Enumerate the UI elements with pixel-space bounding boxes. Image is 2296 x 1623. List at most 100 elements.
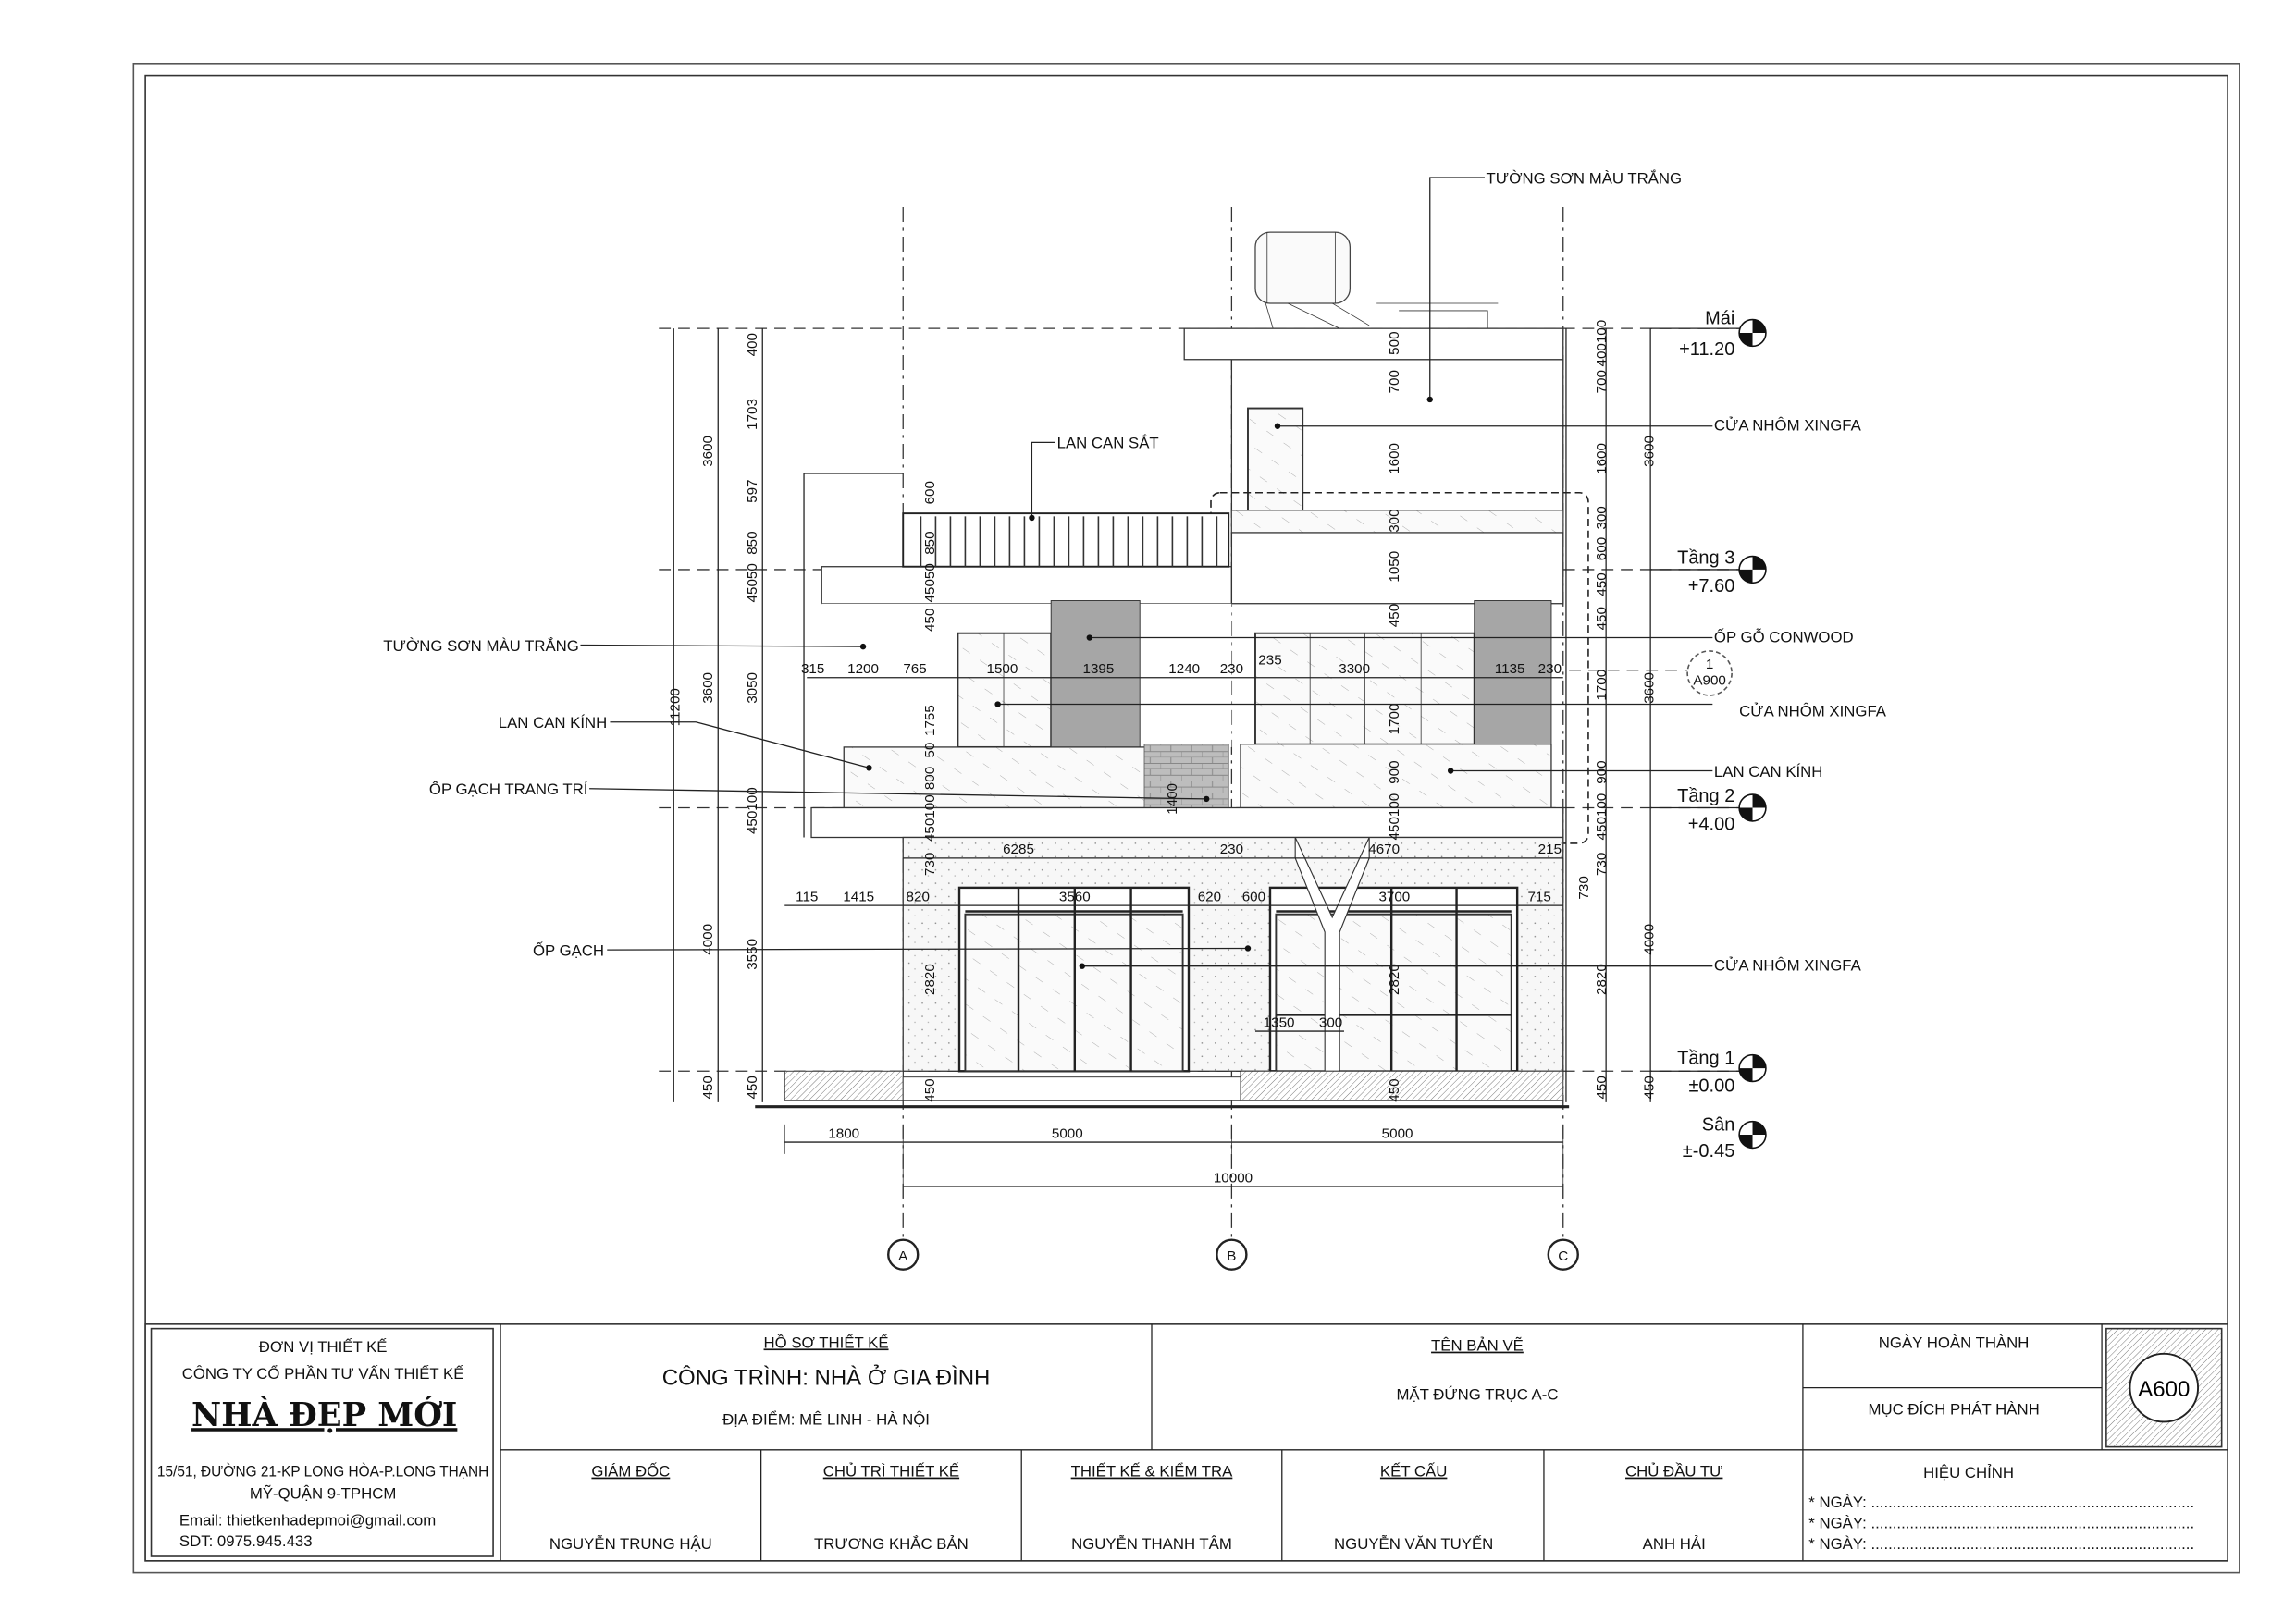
- ground-door-left: [957, 886, 1191, 1073]
- svg-text:700: 700: [1387, 370, 1402, 393]
- svg-text:CHỦ TRÌ THIẾT KẾ: CHỦ TRÌ THIẾT KẾ: [823, 1463, 959, 1481]
- svg-text:Mái: Mái: [1705, 308, 1734, 328]
- svg-text:400: 400: [745, 333, 760, 356]
- svg-text:450100: 450100: [922, 794, 938, 842]
- svg-text:45050: 45050: [745, 563, 760, 602]
- svg-text:Tầng 1: Tầng 1: [1677, 1048, 1734, 1068]
- svg-text:ANH HẢI: ANH HẢI: [1643, 1535, 1706, 1553]
- svg-text:765: 765: [903, 661, 926, 677]
- svg-text:1050: 1050: [1387, 551, 1402, 583]
- svg-text:600: 600: [1242, 889, 1265, 904]
- svg-text:450: 450: [1387, 604, 1402, 627]
- svg-text:450100: 450100: [1387, 793, 1402, 841]
- svg-text:115: 115: [796, 889, 818, 904]
- svg-text:1: 1: [1706, 657, 1713, 672]
- svg-text:1700: 1700: [1387, 704, 1402, 735]
- svg-text:10000: 10000: [1214, 1170, 1253, 1186]
- svg-text:Tầng 3: Tầng 3: [1677, 548, 1734, 569]
- svg-text:1240: 1240: [1168, 661, 1200, 677]
- svg-text:CỬA NHÔM XINGFA: CỬA NHÔM XINGFA: [1714, 417, 1862, 435]
- grid-axis-c: C: [1547, 1238, 1579, 1271]
- svg-text:11200: 11200: [668, 688, 684, 726]
- dims-inner-left: 600 850 45050 450 1755 50 800 450100 730…: [922, 481, 938, 1102]
- svg-text:2820: 2820: [1594, 964, 1610, 995]
- svg-text:820: 820: [907, 889, 930, 904]
- svg-text:450: 450: [1641, 1076, 1657, 1099]
- sheet-number: A600: [2138, 1377, 2190, 1402]
- svg-text:4670: 4670: [1368, 842, 1400, 857]
- level-marker-tang-1: Tầng 1 ±0.00: [1650, 1048, 1767, 1097]
- svg-text:715: 715: [1527, 889, 1550, 904]
- svg-text:+7.60: +7.60: [1688, 576, 1735, 596]
- svg-text:450: 450: [1594, 1076, 1610, 1099]
- svg-text:NGUYỄN TRUNG HẬU: NGUYỄN TRUNG HẬU: [549, 1535, 712, 1553]
- svg-text:3600: 3600: [700, 436, 716, 467]
- svg-text:B: B: [1227, 1248, 1236, 1264]
- svg-text:700: 700: [1594, 370, 1610, 393]
- svg-text:THIẾT KẾ & KIỂM TRA: THIẾT KẾ & KIỂM TRA: [1071, 1463, 1233, 1481]
- svg-text:230: 230: [1538, 661, 1562, 677]
- level-marker-tang-2: Tầng 2 +4.00: [1650, 786, 1767, 834]
- svg-text:3600: 3600: [700, 672, 716, 704]
- svg-text:300: 300: [1594, 506, 1610, 529]
- svg-text:1700: 1700: [1594, 670, 1610, 701]
- svg-text:215: 215: [1538, 842, 1562, 857]
- svg-text:MỤC ĐÍCH PHÁT HÀNH: MỤC ĐÍCH PHÁT HÀNH: [1868, 1400, 2039, 1418]
- svg-text:3300: 3300: [1339, 661, 1370, 677]
- iron-railing: [902, 512, 1230, 568]
- water-tank: [1254, 231, 1499, 329]
- project-name: CÔNG TRÌNH: NHÀ Ở GIA ĐÌNH: [662, 1363, 991, 1390]
- svg-text:3600: 3600: [1641, 672, 1657, 704]
- svg-text:450100: 450100: [1594, 793, 1610, 841]
- svg-text:3600: 3600: [1641, 436, 1657, 467]
- svg-text:+4.00: +4.00: [1688, 814, 1735, 834]
- svg-text:4000: 4000: [1641, 924, 1657, 955]
- svg-text:LAN CAN KÍNH: LAN CAN KÍNH: [499, 714, 608, 732]
- svg-text:230: 230: [1220, 661, 1243, 677]
- outer-border: [132, 62, 2240, 1574]
- svg-text:850: 850: [922, 531, 938, 554]
- level-marker-san: Sân ±-0.45: [1683, 1114, 1767, 1162]
- svg-text:450: 450: [1594, 607, 1610, 630]
- svg-text:400100: 400100: [1594, 320, 1610, 367]
- svg-text:CÔNG TY CỔ PHẦN TƯ VẤN THIẾT K: CÔNG TY CỔ PHẦN TƯ VẤN THIẾT KẾ: [182, 1365, 464, 1383]
- svg-text:3050: 3050: [745, 672, 760, 704]
- svg-text:600: 600: [1594, 537, 1610, 560]
- grid-axis-b: B: [1216, 1238, 1248, 1271]
- svg-text:1600: 1600: [1594, 443, 1610, 474]
- svg-text:4000: 4000: [700, 924, 716, 955]
- svg-text:45050: 45050: [922, 563, 938, 602]
- level-marker-mai: Mái +11.20: [1650, 308, 1767, 360]
- svg-text:1350: 1350: [1264, 1014, 1295, 1030]
- svg-text:1135: 1135: [1495, 661, 1525, 677]
- svg-text:* NGÀY: ......................: * NGÀY: ................................…: [1808, 1494, 2194, 1511]
- svg-text:NGUYỄN VĂN TUYẾN: NGUYỄN VĂN TUYẾN: [1334, 1535, 1493, 1553]
- svg-text:15/51, ĐƯỜNG 21-KP LONG HÒA-P.: 15/51, ĐƯỜNG 21-KP LONG HÒA-P.LONG THẠNH: [157, 1463, 488, 1481]
- svg-text:TÊN BẢN VẼ: TÊN BẢN VẼ: [1431, 1336, 1524, 1355]
- svg-text:ĐỊA ĐIỂM: MÊ LINH - HÀ NỘI: ĐỊA ĐIỂM: MÊ LINH - HÀ NỘI: [722, 1411, 930, 1429]
- svg-text:TƯỜNG SƠN MÀU TRẮNG: TƯỜNG SƠN MÀU TRẮNG: [383, 637, 579, 655]
- brand-logo: NHÀ ĐẸP MỚI: [191, 1396, 457, 1434]
- elevation-drawing: A B C: [383, 169, 1887, 1271]
- svg-text:ỐP GỖ CONWOOD: ỐP GỖ CONWOOD: [1714, 627, 1854, 646]
- svg-text:CỬA NHÔM XINGFA: CỬA NHÔM XINGFA: [1739, 702, 1887, 719]
- svg-text:1200: 1200: [847, 661, 879, 677]
- svg-text:KẾT CẤU: KẾT CẤU: [1380, 1463, 1447, 1481]
- svg-text:230: 230: [1220, 842, 1243, 857]
- svg-text:SDT: 0975.945.433: SDT: 0975.945.433: [179, 1532, 313, 1550]
- annotations: TƯỜNG SƠN MÀU TRẮNG TƯỜNG SƠN MÀU TRẮNG …: [383, 169, 1886, 974]
- dims-right: 400100 700 1600 300 600 450 450 1700 900…: [1387, 320, 1657, 1100]
- svg-text:315: 315: [801, 661, 824, 677]
- svg-text:MỸ-QUẬN 9-TPHCM: MỸ-QUẬN 9-TPHCM: [250, 1484, 397, 1503]
- svg-text:450: 450: [700, 1076, 716, 1099]
- svg-text:800: 800: [922, 767, 938, 790]
- svg-text:300: 300: [1387, 509, 1402, 532]
- dims-left: 11200 3600 3600 4000 450 400 1703 597 85…: [668, 333, 760, 1099]
- svg-text:A: A: [898, 1248, 908, 1264]
- svg-text:CHỦ ĐẦU TƯ: CHỦ ĐẦU TƯ: [1625, 1463, 1722, 1481]
- svg-text:730: 730: [1594, 853, 1610, 876]
- svg-text:900: 900: [1387, 760, 1402, 783]
- svg-text:C: C: [1558, 1248, 1568, 1264]
- svg-text:500: 500: [1387, 331, 1402, 354]
